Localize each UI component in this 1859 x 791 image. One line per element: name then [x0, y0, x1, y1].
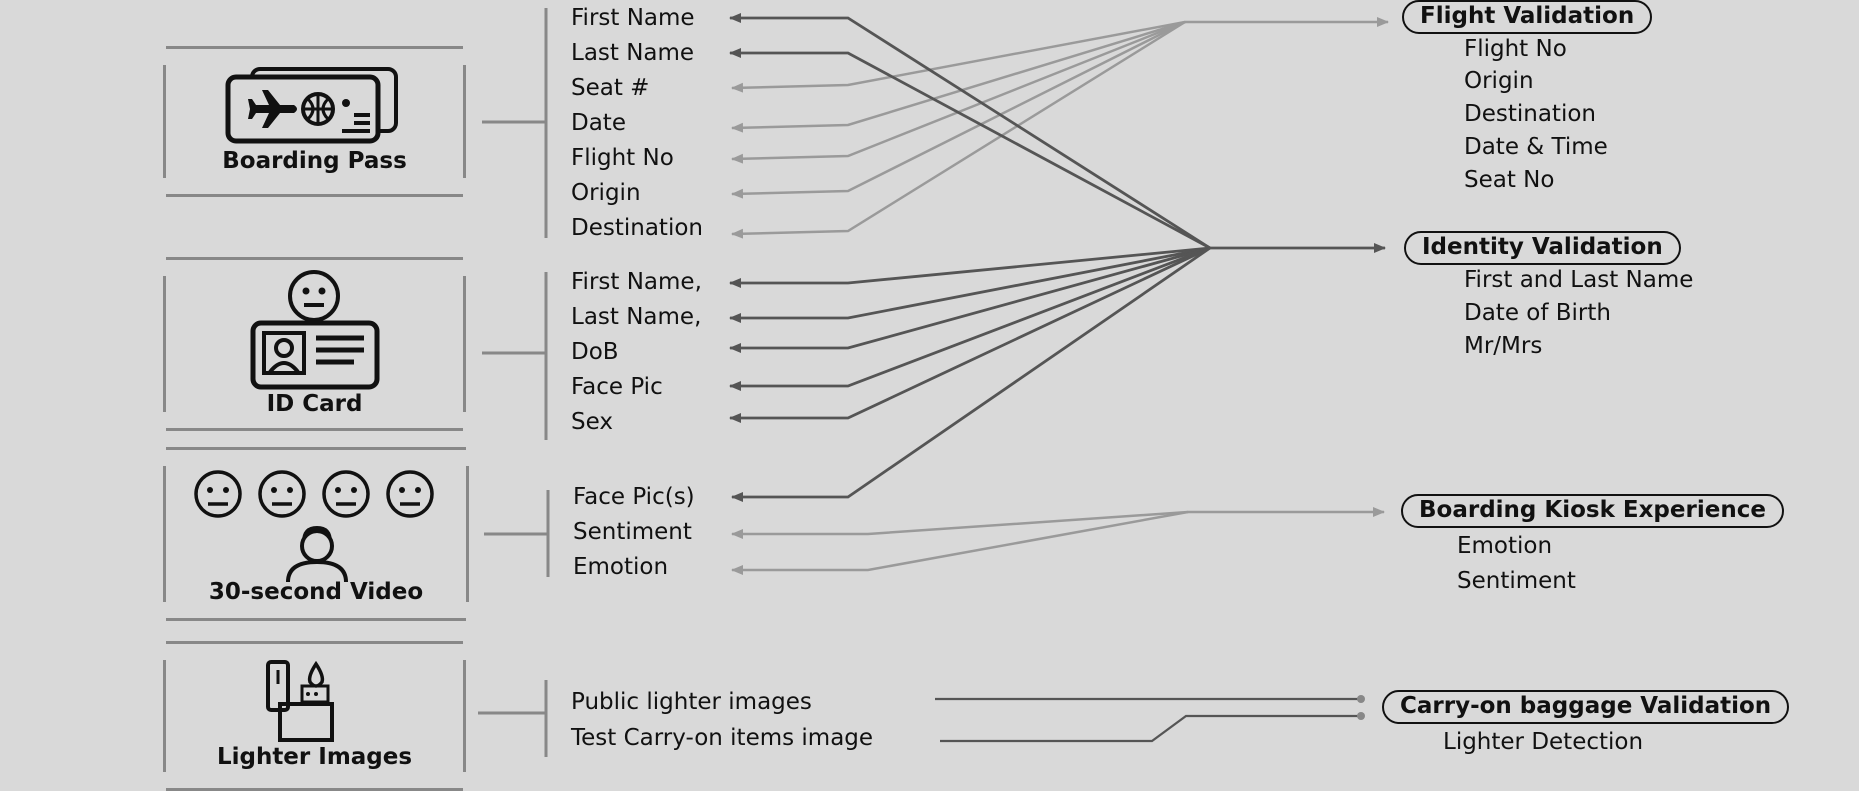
- target-item: Emotion: [1457, 533, 1553, 559]
- identity-link-first-name: [729, 13, 1211, 250]
- source-label: ID Card: [266, 391, 363, 417]
- identity-link-dob: [729, 246, 1211, 353]
- video-faces-icon: [194, 470, 434, 518]
- field-sentiment: Sentiment: [573, 519, 692, 545]
- field-date: Date: [571, 110, 626, 136]
- flight-link-destination: [731, 20, 1186, 239]
- connector-dot: [1357, 712, 1365, 720]
- field-destination: Destination: [571, 215, 703, 241]
- field-id-last-name: Last Name,: [571, 304, 702, 330]
- person-icon: [286, 526, 348, 583]
- target-item: Flight No: [1464, 36, 1567, 62]
- target-flight-validation: Flight Validation: [1402, 0, 1653, 34]
- target-boarding-kiosk: Boarding Kiosk Experience: [1401, 494, 1784, 528]
- field-id-first-name: First Name,: [571, 269, 702, 295]
- identity-link-last-name: [729, 48, 1211, 250]
- field-origin: Origin: [571, 180, 641, 206]
- id-card-box: ID Card: [163, 257, 466, 431]
- field-public-lighter: Public lighter images: [571, 689, 812, 715]
- target-identity-validation: Identity Validation: [1404, 231, 1681, 265]
- field-emotion: Emotion: [573, 554, 669, 580]
- flight-link-flight-no: [731, 20, 1186, 164]
- flight-link-seat: [731, 20, 1186, 93]
- lighter-icon: [266, 660, 334, 742]
- field-face-pics: Face Pic(s): [573, 484, 695, 510]
- identity-link-face-pic: [729, 246, 1211, 391]
- lighter-images-box: Lighter Images: [163, 641, 466, 791]
- neutral-face-icon: [288, 270, 340, 322]
- flight-link-date: [731, 20, 1186, 133]
- target-item: Seat No: [1464, 167, 1555, 193]
- source-label: Boarding Pass: [222, 148, 407, 174]
- field-sex: Sex: [571, 409, 613, 435]
- target-item: Sentiment: [1457, 568, 1576, 594]
- connector-dot: [1357, 695, 1365, 703]
- field-flight-no: Flight No: [571, 145, 674, 171]
- field-last-name: Last Name: [571, 40, 695, 66]
- boarding-pass-box: Boarding Pass: [163, 46, 466, 197]
- baggage-link-test: [940, 714, 1360, 743]
- source-label: Lighter Images: [216, 744, 413, 770]
- target-item: Origin: [1464, 68, 1534, 94]
- flight-link-origin: [731, 20, 1186, 199]
- field-dob: DoB: [571, 339, 619, 365]
- target-item: First and Last Name: [1464, 267, 1694, 293]
- video-box: 30-second Video: [163, 447, 469, 621]
- target-item: Date & Time: [1464, 134, 1608, 160]
- identity-link-id-last-name: [729, 246, 1211, 323]
- source-label: 30-second Video: [208, 579, 424, 605]
- target-item: Mr/Mrs: [1464, 333, 1543, 359]
- target-item: Date of Birth: [1464, 300, 1611, 326]
- id-card-icon: [250, 320, 380, 390]
- field-seat: Seat #: [571, 75, 650, 101]
- identity-link-face-pics: [731, 246, 1211, 502]
- boarding-pass-icon: [225, 67, 398, 144]
- target-carry-on-validation: Carry-on baggage Validation: [1382, 690, 1790, 724]
- identity-link-id-first-name: [729, 246, 1211, 288]
- target-item: Destination: [1464, 101, 1596, 127]
- field-test-carry-on: Test Carry-on items image: [571, 725, 874, 751]
- kiosk-link-emotion: [731, 510, 1189, 575]
- field-first-name: First Name: [571, 5, 695, 31]
- field-face-pic: Face Pic: [571, 374, 663, 400]
- kiosk-link-sentiment: [731, 510, 1189, 539]
- target-item: Lighter Detection: [1443, 729, 1644, 755]
- identity-link-sex: [729, 246, 1211, 423]
